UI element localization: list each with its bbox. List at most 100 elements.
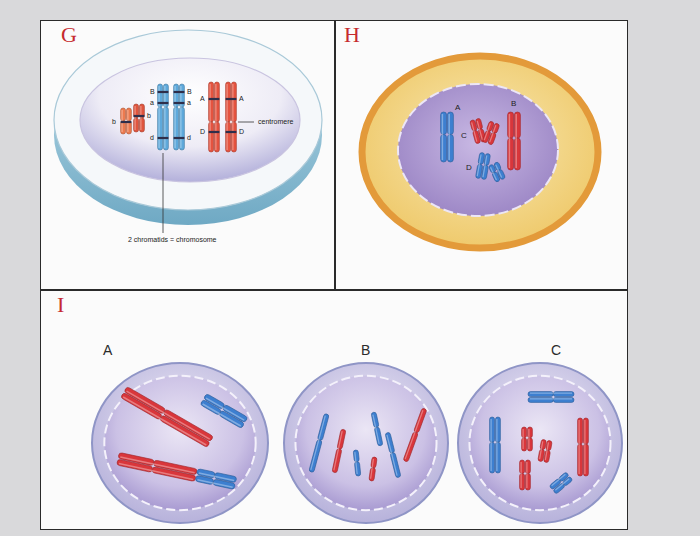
chromosome: [490, 417, 501, 473]
chromatid-arm: [158, 107, 163, 150]
allele-label: A: [239, 95, 244, 103]
chromatid-highlight: [442, 114, 444, 160]
cell-illustration: [89, 359, 271, 527]
allele-label: b: [147, 112, 151, 120]
chromosome: [385, 432, 401, 478]
cell-figure: A: [89, 341, 271, 527]
chromatid-highlight: [123, 397, 206, 445]
chromatid-arm: [214, 82, 219, 122]
chromosome: [371, 412, 383, 446]
chromatid-highlight: [140, 106, 141, 130]
chromatid-highlight: [232, 84, 233, 150]
gene-band: [174, 137, 185, 139]
nuclear-envelope: [398, 84, 558, 216]
cell-illustration: [281, 359, 451, 527]
chromatid-arm: [495, 417, 500, 442]
chromatid-highlight: [477, 154, 481, 176]
chromatid-highlight: [215, 84, 216, 150]
chromatid-arm: [525, 460, 530, 474]
chromatid-arm: [583, 444, 588, 476]
chromatid-arm: [490, 417, 495, 442]
allele-label: B: [187, 88, 192, 96]
allele-label: B: [150, 88, 155, 96]
chromosome: [121, 108, 132, 134]
allele-label: d: [150, 134, 154, 142]
gene-band: [209, 131, 220, 133]
chromosome: [134, 104, 145, 132]
chromatid-arm: [231, 82, 236, 122]
chromatid-highlight: [509, 114, 511, 168]
chromatid-highlight: [515, 114, 517, 168]
gene-band: [158, 102, 169, 104]
chromatid-highlight: [584, 420, 585, 474]
chromosome: [200, 393, 248, 428]
allele-label: D: [239, 128, 244, 136]
chromatid-highlight: [477, 121, 482, 140]
chromatid-arm: [495, 442, 500, 473]
chromosome: [508, 112, 521, 170]
chromatid-arm: [179, 107, 184, 150]
chromatid-arm: [226, 82, 231, 122]
panel-letter: G: [61, 23, 77, 47]
chromatid-arm: [209, 122, 214, 152]
chromosome: [195, 469, 237, 490]
chromatid-highlight: [490, 125, 496, 142]
chromatid-highlight: [387, 435, 397, 476]
chromatid-highlight: [540, 441, 543, 459]
chromatid-highlight: [371, 459, 374, 479]
chromatid-arm: [209, 82, 214, 122]
chromatid-highlight: [134, 106, 135, 130]
gene-band: [158, 137, 169, 139]
chromatid-highlight: [355, 452, 357, 474]
chromatid-arm: [514, 138, 520, 170]
chromatid-arm: [527, 427, 532, 438]
allele-label: a: [150, 99, 154, 107]
chromatid-arm: [231, 122, 236, 152]
chromatid-arm: [553, 392, 574, 397]
chromatid-highlight: [448, 114, 450, 160]
chromosome: [522, 427, 533, 451]
chromosome: [117, 452, 198, 481]
chromosome-group: [441, 112, 521, 182]
chromosome: [332, 429, 346, 473]
chromosome: [528, 392, 574, 403]
chromosome-group: [309, 408, 427, 481]
chromatid-arm: [522, 427, 527, 438]
chromosome: [520, 460, 531, 490]
chromatid-highlight: [522, 429, 523, 449]
chromatid-arm: [163, 107, 168, 150]
panel-letter: H: [344, 23, 360, 47]
chromatid-arm: [508, 138, 514, 170]
figure-panel: G: [40, 20, 335, 290]
chromatid-highlight: [528, 429, 529, 449]
chromosome: [309, 413, 329, 472]
chromatid-arm: [139, 118, 144, 132]
chromosome: [209, 82, 220, 152]
chromosome-group: [117, 386, 248, 489]
chromosome-label: B: [511, 99, 516, 109]
allele-label: a: [187, 99, 191, 107]
chromatid-arm: [441, 135, 447, 163]
chromatid-arm: [126, 108, 131, 121]
chromatid-highlight: [120, 457, 194, 473]
figure-panel: IABC: [40, 290, 628, 530]
chromosome: [174, 84, 185, 150]
chromosome-label: C: [461, 131, 467, 141]
allele-label: A: [200, 95, 205, 103]
chromosome-group: [490, 392, 589, 495]
leader-line: [163, 153, 164, 233]
chromatid-arm: [553, 483, 565, 495]
chromosome: [538, 439, 552, 463]
cell-membrane: [92, 363, 268, 523]
chromatid-arm: [514, 112, 520, 138]
chromatid-arm: [441, 112, 447, 135]
gene-band: [209, 98, 220, 100]
chromatid-highlight: [545, 442, 548, 460]
chromatid-arm: [583, 418, 588, 444]
part-label: 2 chromatids = chromosome: [128, 236, 217, 244]
chromatid-highlight: [405, 410, 423, 459]
chromatid-highlight: [530, 398, 572, 399]
chromatid-highlight: [209, 84, 210, 150]
chromatid-arm: [540, 439, 547, 450]
